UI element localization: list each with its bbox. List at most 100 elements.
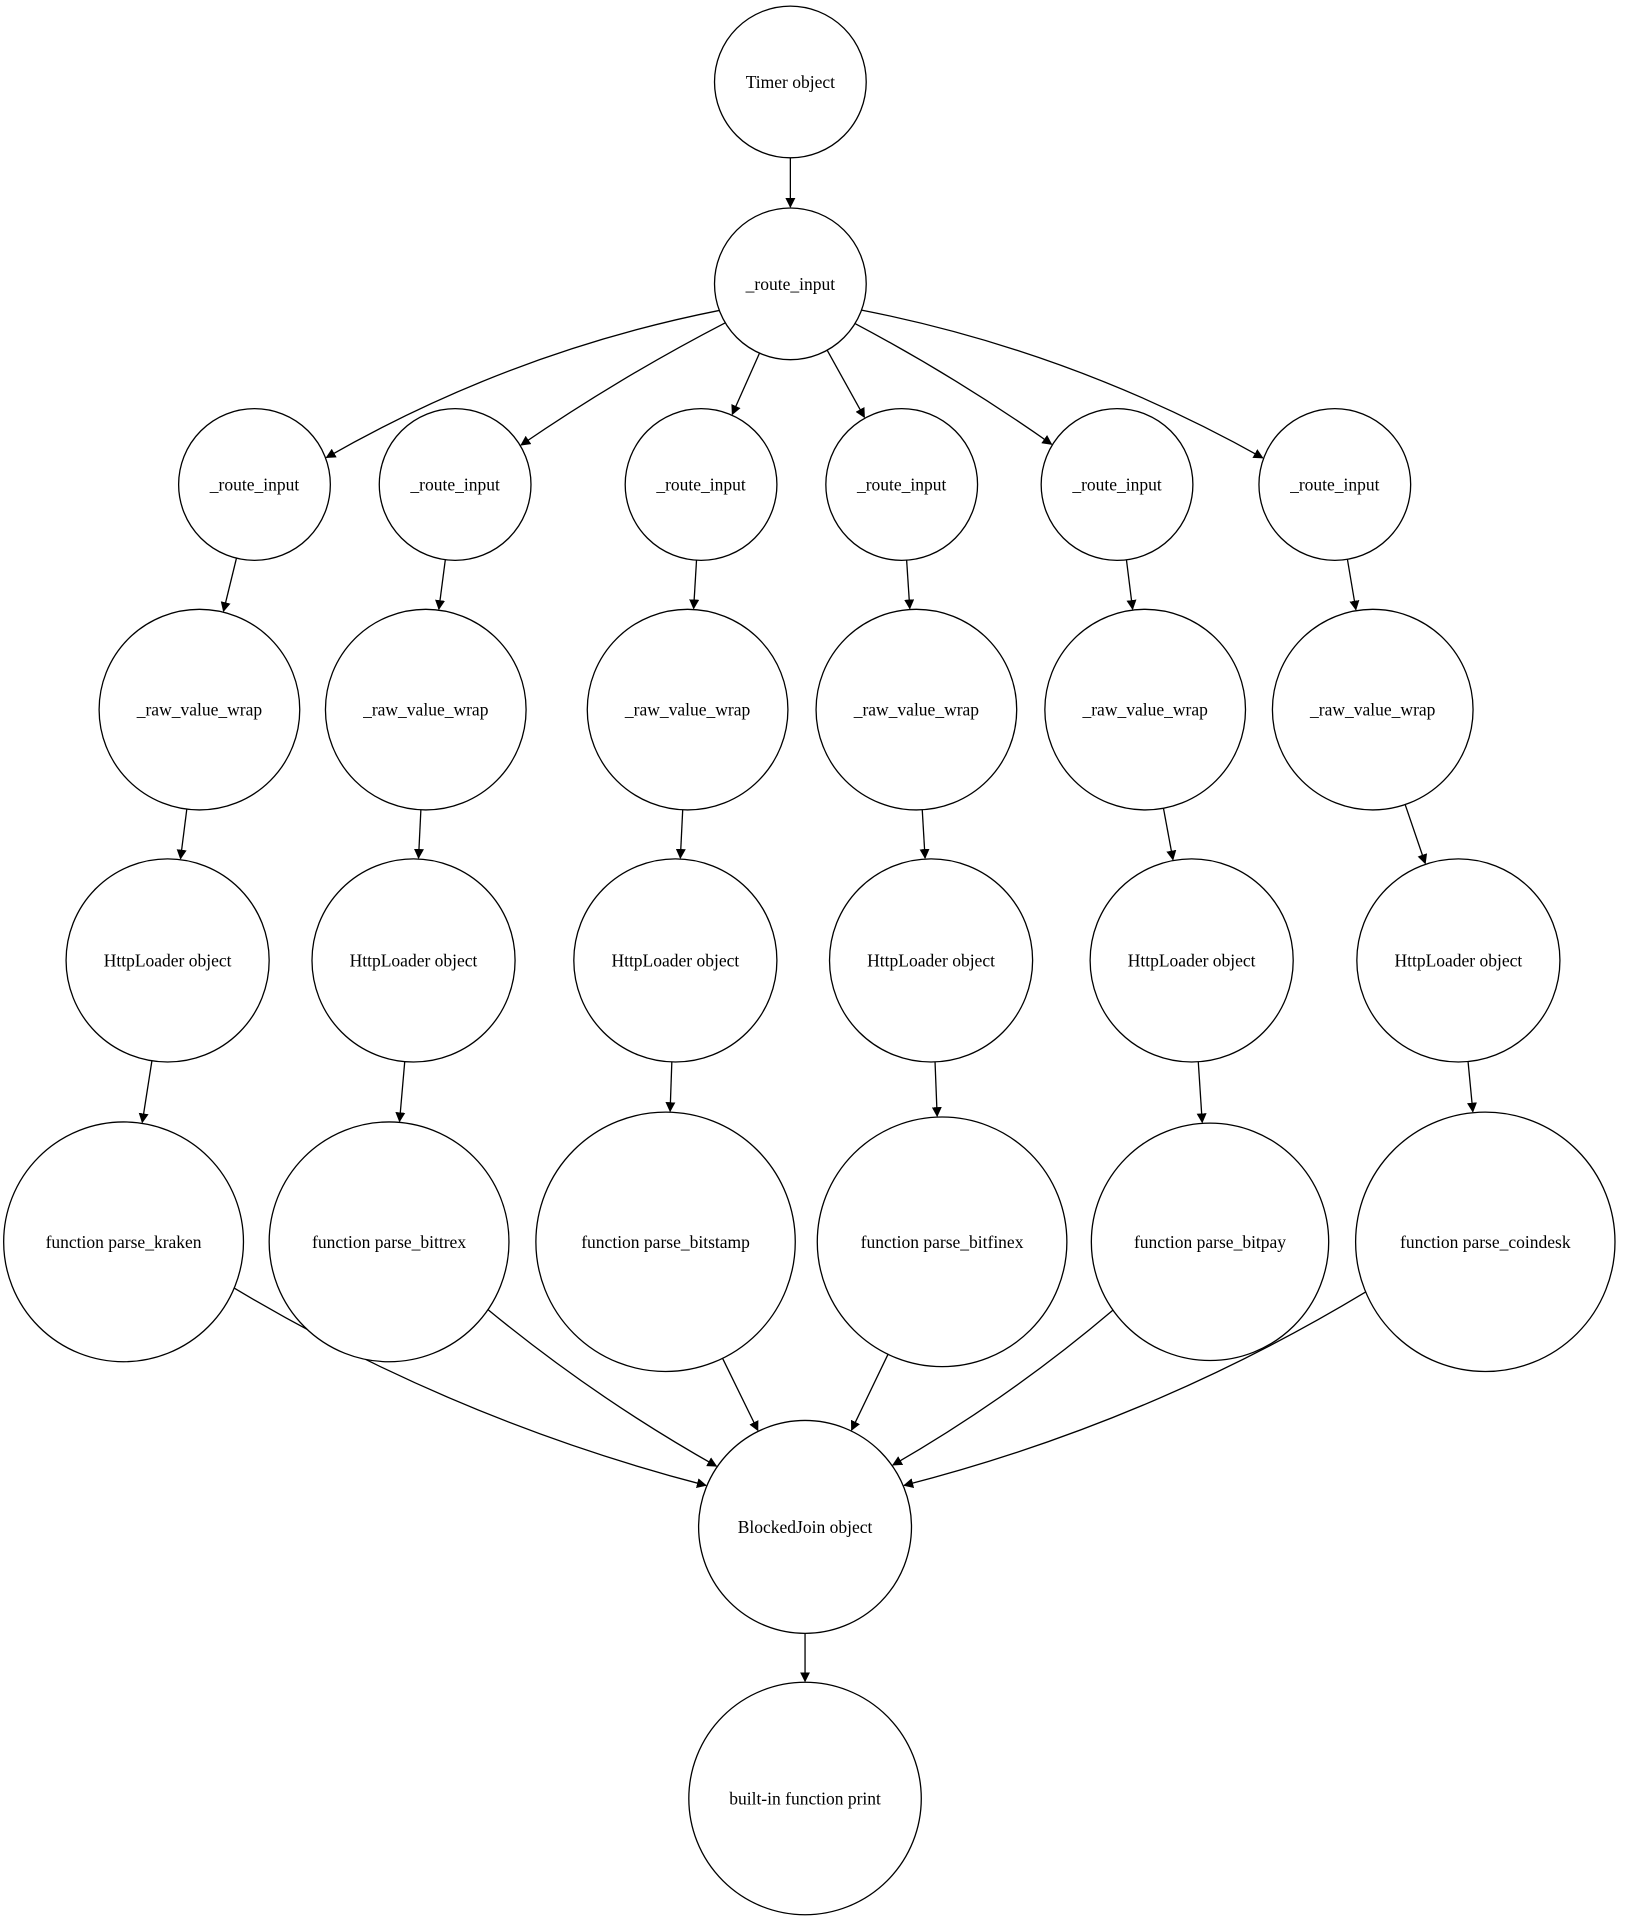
node-circle bbox=[815, 608, 1018, 811]
node-circle bbox=[535, 1111, 796, 1373]
node-label: function parse_bitfinex bbox=[861, 1232, 1024, 1252]
node-parse_coindesk: function parse_coindesk bbox=[1354, 1111, 1616, 1373]
node-route_4: _route_input bbox=[825, 407, 979, 562]
edge-route_root-to-route_2 bbox=[520, 322, 726, 446]
node-label: _raw_value_wrap bbox=[853, 700, 980, 720]
node-route_6: _route_input bbox=[1258, 407, 1412, 562]
node-circle bbox=[3, 1121, 245, 1363]
node-circle bbox=[825, 407, 979, 562]
edge-route_6-to-wrap_6 bbox=[1346, 559, 1360, 611]
node-circle bbox=[816, 1116, 1068, 1368]
node-route_root: _route_input bbox=[713, 207, 867, 361]
edge-parse_coindesk-to-join bbox=[903, 1291, 1367, 1488]
node-circle bbox=[65, 858, 270, 1063]
edge-wrap_1-to-http_1 bbox=[176, 809, 188, 860]
node-circle bbox=[378, 407, 532, 562]
node-http_1: HttpLoader object bbox=[65, 858, 270, 1063]
edge-wrap_4-to-http_4 bbox=[919, 809, 930, 860]
node-route_2: _route_input bbox=[378, 407, 532, 562]
edge-route_root-to-route_4 bbox=[826, 349, 865, 419]
node-circle bbox=[586, 608, 789, 811]
edge-http_2-to-parse_bittrex bbox=[395, 1061, 406, 1123]
node-label: function parse_bitpay bbox=[1134, 1232, 1286, 1252]
node-circle bbox=[311, 858, 516, 1063]
node-circle bbox=[713, 207, 867, 361]
edge-route_root-to-route_6 bbox=[861, 309, 1264, 459]
nodes-layer: Timer object _route_input _route_input _rou… bbox=[3, 5, 1616, 1916]
node-circle bbox=[268, 1121, 510, 1363]
node-label: function parse_bitstamp bbox=[581, 1232, 750, 1252]
edge-http_1-to-parse_kraken bbox=[138, 1060, 153, 1124]
node-label: built-in function print bbox=[729, 1789, 881, 1809]
edge-parse_bitfinex-to-join bbox=[850, 1354, 889, 1431]
node-wrap_6: _raw_value_wrap bbox=[1271, 608, 1474, 811]
edge-route_root-to-route_3 bbox=[731, 352, 761, 416]
edge-route_4-to-wrap_4 bbox=[904, 560, 915, 610]
node-circle bbox=[98, 608, 301, 811]
node-wrap_2: _raw_value_wrap bbox=[324, 608, 527, 811]
edge-wrap_5-to-http_5 bbox=[1162, 808, 1177, 861]
node-wrap_4: _raw_value_wrap bbox=[815, 608, 1018, 811]
node-label: _route_input bbox=[1071, 474, 1162, 494]
edge-http_4-to-parse_bitfinex bbox=[931, 1061, 942, 1118]
node-label: HttpLoader object bbox=[350, 950, 478, 970]
node-label: Timer object bbox=[746, 72, 835, 92]
node-http_3: HttpLoader object bbox=[573, 858, 778, 1063]
node-print: built-in function print bbox=[688, 1681, 922, 1916]
node-route_1: _route_input bbox=[177, 407, 331, 562]
node-route_5: _route_input bbox=[1040, 407, 1194, 562]
node-label: _route_input bbox=[409, 474, 500, 494]
node-wrap_5: _raw_value_wrap bbox=[1044, 608, 1247, 811]
node-http_2: HttpLoader object bbox=[311, 858, 516, 1063]
edge-route_2-to-wrap_2 bbox=[435, 559, 446, 611]
node-label: _raw_value_wrap bbox=[362, 700, 489, 720]
node-circle bbox=[697, 1419, 913, 1634]
node-label: _raw_value_wrap bbox=[1309, 700, 1436, 720]
edge-wrap_3-to-http_3 bbox=[675, 809, 686, 860]
edge-parse_bitpay-to-join bbox=[892, 1309, 1114, 1466]
node-circle bbox=[573, 858, 778, 1063]
edge-parse_bittrex-to-join bbox=[487, 1309, 718, 1467]
node-circle bbox=[1090, 1122, 1330, 1362]
node-http_4: HttpLoader object bbox=[828, 858, 1034, 1063]
node-parse_bittrex: function parse_bittrex bbox=[268, 1121, 510, 1363]
node-wrap_1: _raw_value_wrap bbox=[98, 608, 301, 811]
node-timer: Timer object bbox=[713, 5, 867, 159]
node-circle bbox=[688, 1681, 922, 1916]
edge-http_5-to-parse_bitpay bbox=[1196, 1061, 1207, 1124]
node-circle bbox=[1089, 858, 1294, 1063]
node-parse_bitstamp: function parse_bitstamp bbox=[535, 1111, 796, 1373]
node-label: _route_input bbox=[745, 274, 836, 294]
node-label: function parse_kraken bbox=[46, 1232, 202, 1252]
node-label: function parse_bittrex bbox=[312, 1232, 466, 1252]
node-parse_bitpay: function parse_bitpay bbox=[1090, 1122, 1330, 1362]
node-circle bbox=[828, 858, 1034, 1063]
node-label: _route_input bbox=[856, 474, 947, 494]
node-wrap_3: _raw_value_wrap bbox=[586, 608, 789, 811]
node-label: _route_input bbox=[209, 474, 300, 494]
node-label: HttpLoader object bbox=[104, 950, 232, 970]
edge-route_3-to-wrap_3 bbox=[689, 560, 700, 610]
node-label: HttpLoader object bbox=[867, 950, 995, 970]
node-http_6: HttpLoader object bbox=[1356, 858, 1561, 1063]
node-circle bbox=[713, 5, 867, 159]
edge-wrap_2-to-http_2 bbox=[413, 809, 424, 860]
node-label: _route_input bbox=[655, 474, 746, 494]
edge-route_5-to-wrap_5 bbox=[1125, 559, 1137, 611]
edge-route_root-to-route_5 bbox=[854, 322, 1053, 445]
node-circle bbox=[1044, 608, 1247, 811]
node-label: HttpLoader object bbox=[1128, 950, 1256, 970]
node-label: HttpLoader object bbox=[1394, 950, 1522, 970]
node-circle bbox=[1271, 608, 1474, 811]
node-circle bbox=[1258, 407, 1412, 562]
node-join: BlockedJoin object bbox=[697, 1419, 913, 1634]
edge-parse_bitstamp-to-join bbox=[721, 1358, 759, 1432]
edge-route_1-to-wrap_1 bbox=[220, 558, 238, 613]
node-label: _route_input bbox=[1289, 474, 1380, 494]
node-circle bbox=[1040, 407, 1194, 562]
edge-route_root-to-route_1 bbox=[325, 309, 720, 459]
node-circle bbox=[177, 407, 331, 562]
node-label: BlockedJoin object bbox=[738, 1517, 873, 1537]
node-label: HttpLoader object bbox=[611, 950, 739, 970]
